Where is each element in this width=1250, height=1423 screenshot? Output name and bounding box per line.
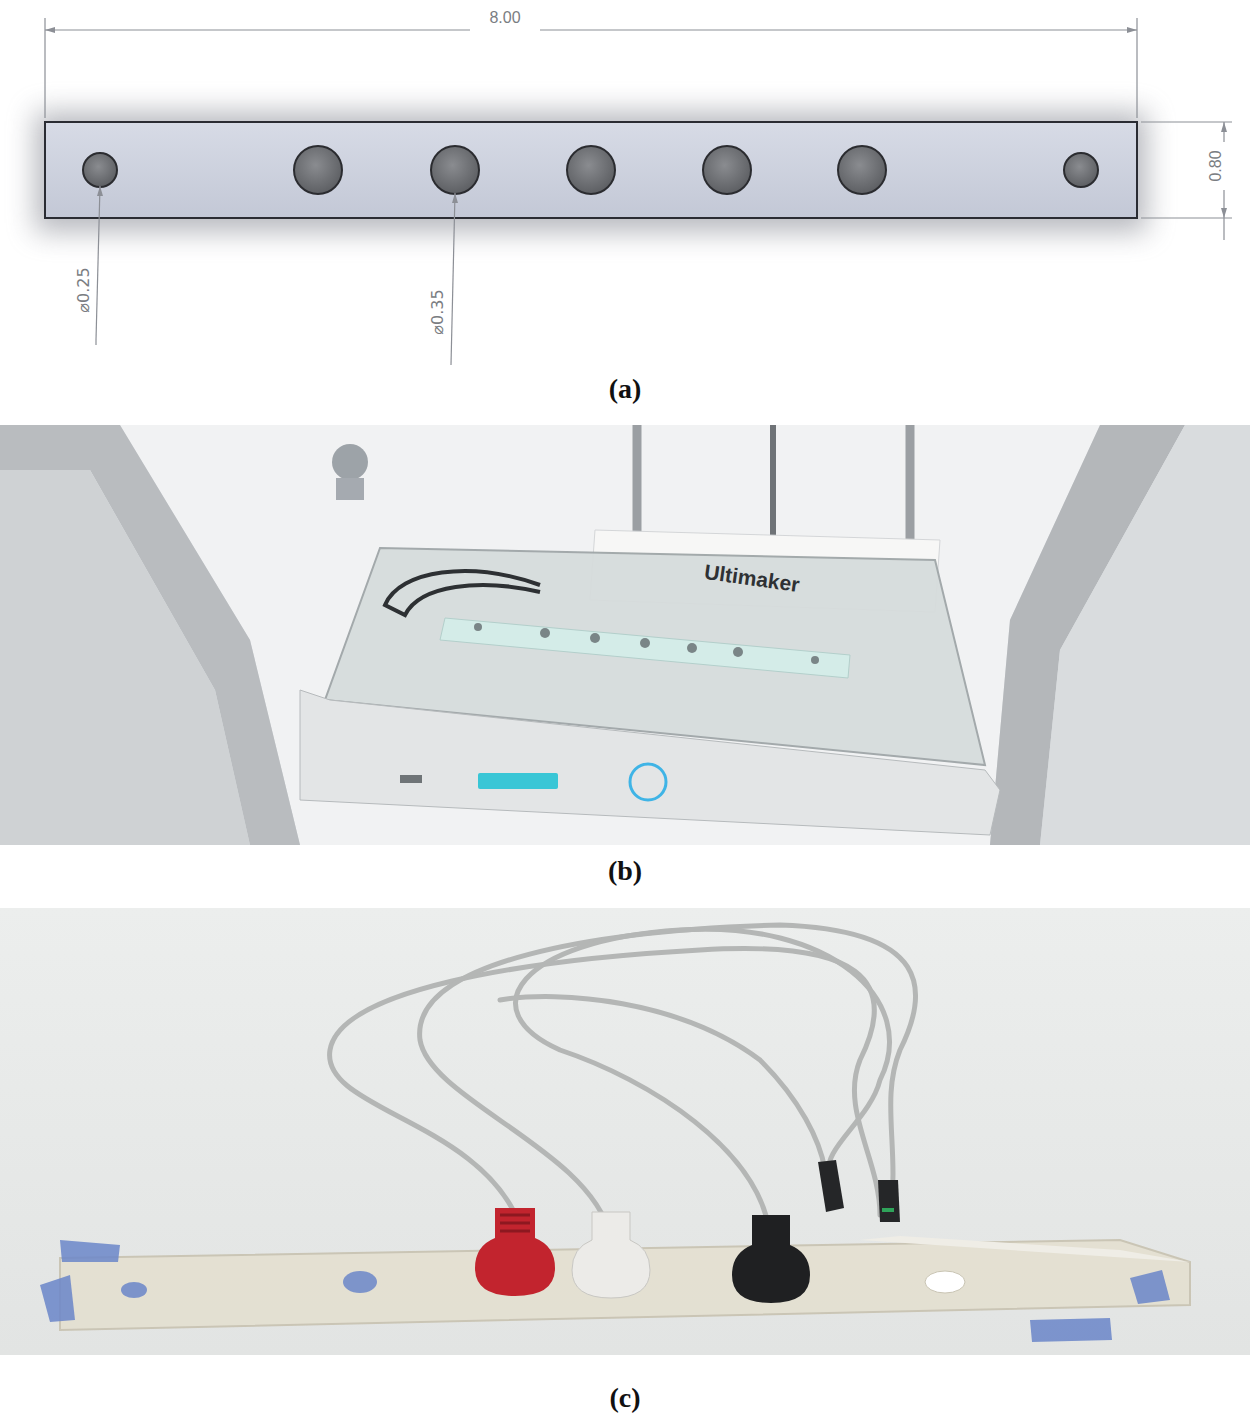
panel-label: (c) [609,1383,640,1414]
electrode-strip-photo [0,908,1250,1355]
panel-label: (b) [608,856,642,887]
printer-photo [0,425,1250,845]
dimension-label: 8.00 [489,9,520,27]
dimension-label: 0.80 [1207,150,1225,181]
cad-drawing [35,18,1232,365]
diameter-label: ⌀0.25 [75,267,93,312]
diameter-label: ⌀0.35 [429,289,447,334]
panel-label: (a) [609,374,642,405]
